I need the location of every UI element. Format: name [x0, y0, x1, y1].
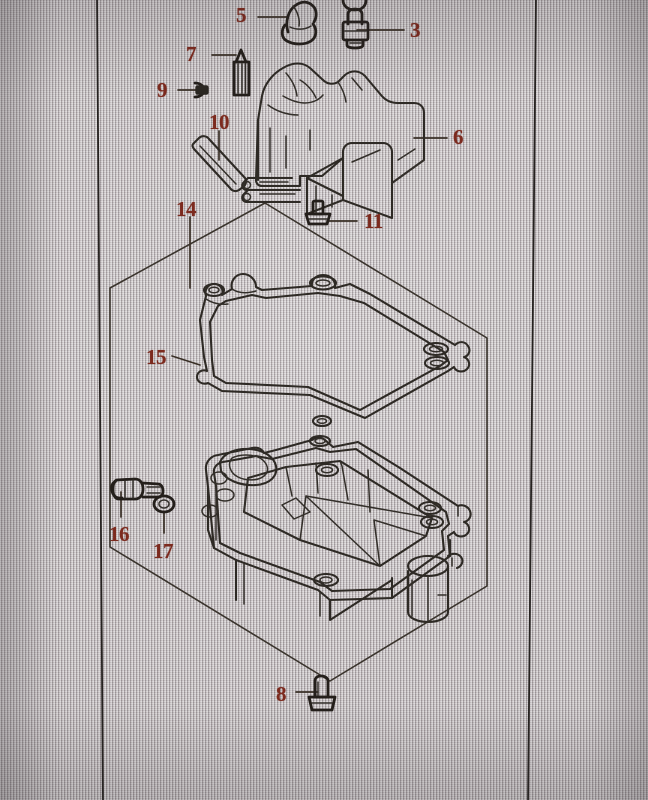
- part-16-drain-plug: [110, 477, 165, 501]
- part-8-pan-bolt: [307, 674, 337, 712]
- oil-pan-body: [201, 434, 472, 624]
- ref-label-16: 16: [109, 522, 130, 546]
- ref-label-17: 17: [153, 539, 174, 563]
- ref-label-11: 11: [364, 209, 383, 233]
- ref-label-5: 5: [236, 3, 247, 27]
- part-7-main-jet-needle: [232, 48, 251, 97]
- part-17-sealing-washer: [152, 494, 176, 514]
- part-3-pilot-screw: [341, 7, 370, 50]
- part-15-oil-pan-gasket: [195, 272, 471, 428]
- part-9-small-screw: [193, 81, 209, 99]
- ref-label-6: 6: [453, 125, 464, 149]
- ref-label-7: 7: [186, 42, 197, 66]
- part-14-group-box: [109, 202, 488, 682]
- page-border-lines: [96, 0, 537, 800]
- ref-label-15: 15: [146, 345, 167, 369]
- ref-label-8: 8: [276, 682, 287, 706]
- leader-lines: [120, 16, 448, 693]
- part-6-float-chamber-body: [241, 62, 426, 220]
- part-11-mounting-bolt: [304, 199, 332, 226]
- part-5-float-chamber-cap: [280, 0, 318, 46]
- ref-label-10: 10: [209, 110, 230, 134]
- ref-label-9: 9: [157, 78, 168, 102]
- ref-label-3: 3: [410, 18, 421, 42]
- ref-label-14: 14: [176, 197, 197, 221]
